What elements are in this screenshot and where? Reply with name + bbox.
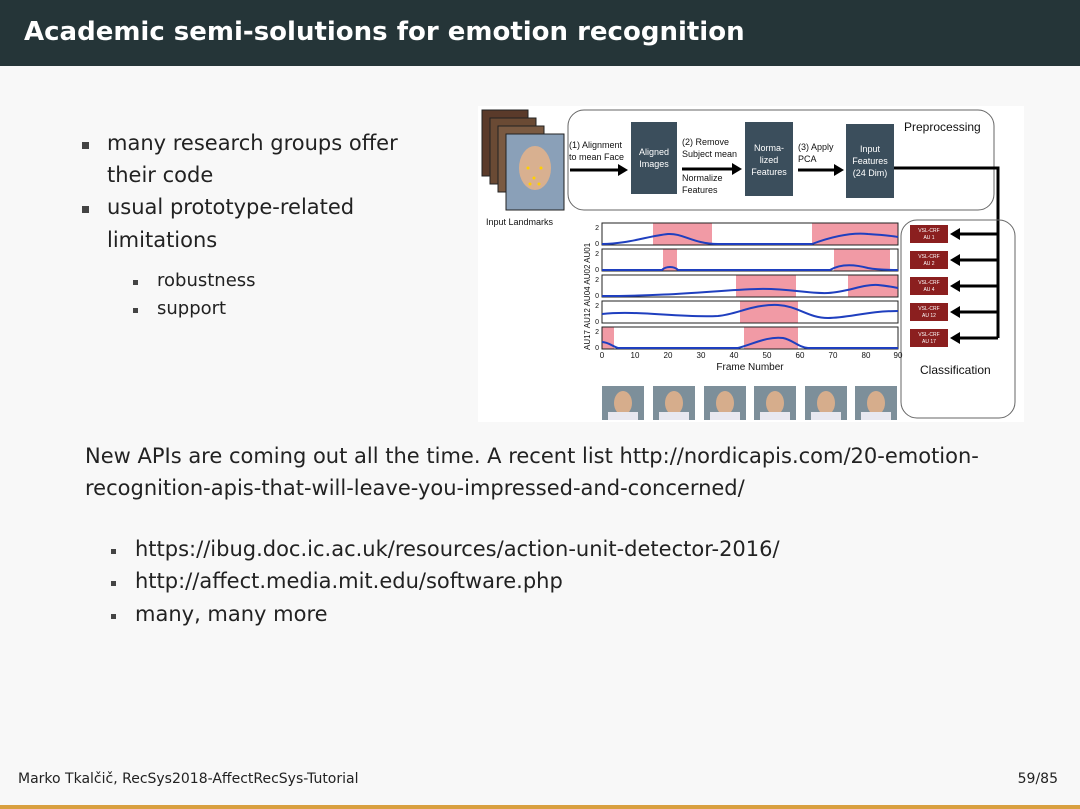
sub-bullet-marker bbox=[133, 308, 138, 313]
classifier-label: AU 17 bbox=[922, 339, 936, 345]
au-plot bbox=[601, 222, 899, 350]
svg-text:0: 0 bbox=[600, 351, 605, 360]
bullet-marker bbox=[82, 206, 89, 213]
classifier-label: AU 12 bbox=[922, 313, 936, 319]
classifier-label: VSL-CRF bbox=[918, 306, 939, 312]
classification-label: Classification bbox=[920, 363, 991, 377]
svg-text:2: 2 bbox=[595, 329, 599, 336]
classifier-boxes: VSL-CRF AU 1 VSL-CRF AU 2 VSL-CRF AU 4 V… bbox=[910, 225, 948, 347]
y-axis-label: AU17 AU12 AU04 AU02 AU01 bbox=[583, 242, 592, 350]
classifier-label: AU 4 bbox=[923, 287, 934, 293]
svg-text:0: 0 bbox=[595, 267, 599, 274]
classifier-arrow-heads bbox=[950, 228, 960, 344]
aligned-images-box bbox=[631, 122, 677, 194]
classifier-arrows bbox=[958, 232, 998, 340]
svg-text:10: 10 bbox=[631, 351, 640, 360]
bullet-text: many research groups offer bbox=[107, 131, 398, 155]
arrow-head bbox=[732, 163, 742, 175]
step2-label: (2) Remove bbox=[682, 137, 729, 147]
bullet-text: their code bbox=[107, 163, 214, 187]
page-number: 59/85 bbox=[1017, 771, 1058, 787]
normalized-features-box bbox=[745, 122, 793, 196]
link-item[interactable]: http://affect.media.mit.edu/software.php bbox=[135, 569, 563, 593]
svg-text:90: 90 bbox=[894, 351, 903, 360]
step1-label: to mean Face bbox=[569, 152, 624, 162]
sub-bullet-text: support bbox=[157, 298, 227, 319]
step2b-label: Features bbox=[682, 185, 718, 195]
face-image bbox=[519, 146, 551, 190]
svg-text:80: 80 bbox=[862, 351, 871, 360]
step3-label: PCA bbox=[798, 154, 817, 164]
classifier-label: VSL-CRF bbox=[918, 254, 939, 260]
sub-bullet-text: robustness bbox=[157, 270, 256, 291]
paragraph-line: New APIs are coming out all the time. A … bbox=[85, 444, 979, 468]
x-ticks: 0 10 20 30 40 50 60 70 80 90 bbox=[600, 351, 903, 360]
bullet-marker bbox=[111, 549, 116, 554]
link-item[interactable]: https://ibug.doc.ic.ac.uk/resources/acti… bbox=[135, 537, 780, 561]
step3-label: (3) Apply bbox=[798, 142, 834, 152]
svg-text:0: 0 bbox=[595, 319, 599, 326]
slide-title: Academic semi-solutions for emotion reco… bbox=[24, 17, 745, 47]
classification-frame bbox=[900, 219, 1016, 419]
paragraph-line: recognition-apis-that-will-leave-you-imp… bbox=[85, 476, 745, 500]
bullet-marker bbox=[111, 614, 116, 619]
face-thumbnails bbox=[602, 386, 897, 420]
input-features-label: (24 Dim) bbox=[853, 168, 888, 178]
y-ticks: 2 0 2 0 2 0 2 0 2 0 bbox=[595, 225, 599, 352]
svg-text:0: 0 bbox=[595, 241, 599, 248]
svg-text:30: 30 bbox=[697, 351, 706, 360]
svg-text:20: 20 bbox=[664, 351, 673, 360]
classifier-label: AU 2 bbox=[923, 261, 934, 267]
classifier-label: AU 1 bbox=[923, 235, 934, 241]
svg-text:2: 2 bbox=[595, 225, 599, 232]
normalized-features-label: lized bbox=[760, 155, 779, 165]
classifier-label: VSL-CRF bbox=[918, 280, 939, 286]
svg-text:50: 50 bbox=[763, 351, 772, 360]
preprocessing-label: Preprocessing bbox=[904, 120, 981, 134]
svg-text:0: 0 bbox=[595, 293, 599, 300]
method-diagram: Preprocessing Input Landmarks (1) Alignm… bbox=[478, 106, 1024, 422]
footer-rule bbox=[0, 805, 1080, 809]
input-features-box bbox=[846, 124, 894, 198]
preprocessing-frame bbox=[567, 109, 995, 211]
bullet-marker bbox=[111, 581, 116, 586]
method-figure: Preprocessing Input Landmarks (1) Alignm… bbox=[478, 106, 1024, 422]
svg-text:0: 0 bbox=[595, 345, 599, 352]
svg-text:2: 2 bbox=[595, 277, 599, 284]
input-landmarks-label: Input Landmarks bbox=[486, 217, 554, 227]
classifier-label: VSL-CRF bbox=[918, 332, 939, 338]
arrow-head bbox=[618, 164, 628, 176]
title-bar: Academic semi-solutions for emotion reco… bbox=[0, 0, 1080, 66]
paragraph: New APIs are coming out all the time. A … bbox=[85, 440, 1045, 504]
feature-connector bbox=[894, 166, 1000, 338]
footer-author: Marko Tkalčič, RecSys2018-AffectRecSys-T… bbox=[18, 771, 359, 787]
svg-text:2: 2 bbox=[595, 303, 599, 310]
svg-text:2: 2 bbox=[595, 251, 599, 258]
normalized-features-label: Norma- bbox=[754, 143, 784, 153]
aligned-images-label: Aligned bbox=[639, 147, 669, 157]
bullet-marker bbox=[82, 142, 89, 149]
aligned-images-label: Images bbox=[639, 159, 669, 169]
arrow-head bbox=[834, 164, 844, 176]
step2b-label: Normalize bbox=[682, 173, 723, 183]
input-features-label: Input bbox=[860, 144, 881, 154]
normalized-features-label: Features bbox=[751, 167, 787, 177]
step2-label: Subject mean bbox=[682, 149, 737, 159]
svg-text:40: 40 bbox=[730, 351, 739, 360]
step1-label: (1) Alignment bbox=[569, 140, 623, 150]
classifier-label: VSL-CRF bbox=[918, 228, 939, 234]
svg-text:70: 70 bbox=[829, 351, 838, 360]
bullet-text: usual prototype-related bbox=[107, 195, 355, 219]
input-photo-stack bbox=[481, 109, 565, 211]
svg-text:60: 60 bbox=[796, 351, 805, 360]
sub-bullet-marker bbox=[133, 280, 138, 285]
input-features-label: Features bbox=[852, 156, 888, 166]
bullet-text: many, many more bbox=[135, 602, 328, 626]
x-axis-label: Frame Number bbox=[716, 362, 784, 373]
bullet-text: limitations bbox=[107, 228, 218, 252]
